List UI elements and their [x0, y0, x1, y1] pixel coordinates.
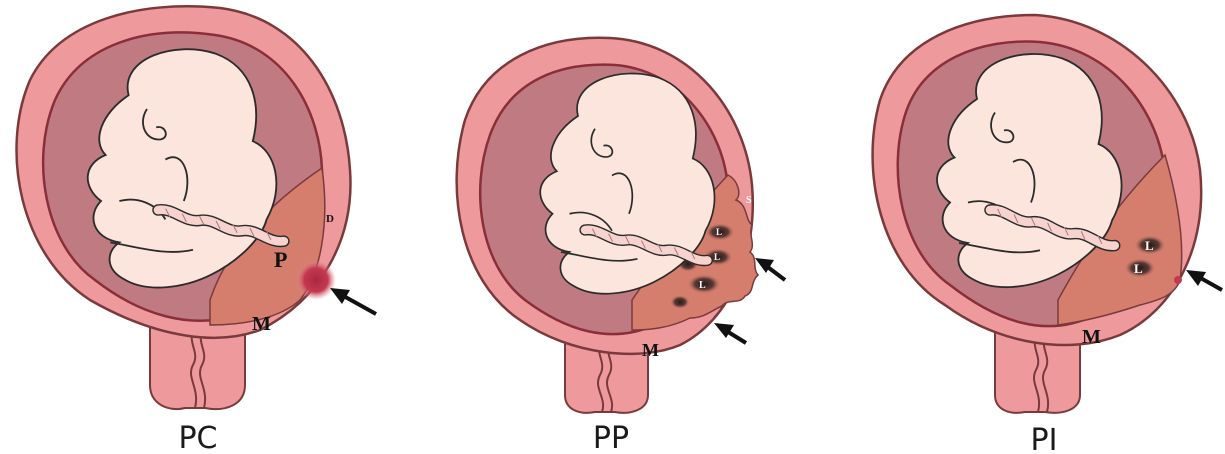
arrow-pp-upper	[755, 258, 785, 280]
label-lacuna-pp-1: L	[716, 227, 722, 237]
label-lacuna-pi-2: L	[1134, 261, 1143, 276]
caption-pc: PC	[178, 421, 217, 454]
adhesion-focus-pc	[296, 260, 336, 300]
label-placenta-pc: P	[274, 247, 287, 272]
label-serosa-pp: S	[746, 195, 752, 206]
label-lacuna-pp-3: L	[699, 280, 706, 291]
caption-pp: PP	[593, 421, 629, 454]
panel-pc: P M D PC	[17, 6, 377, 454]
invasion-focus-pi	[1174, 276, 1182, 284]
panel-pi: L L M PI	[873, 15, 1222, 454]
label-myometrium-pi: M	[1082, 326, 1101, 348]
caption-pi: PI	[1031, 423, 1058, 454]
arrow-pp-lower	[714, 323, 746, 343]
label-myometrium-pp: M	[642, 340, 659, 360]
arrow-pi	[1186, 270, 1222, 290]
label-decidua-pc: D	[326, 213, 334, 225]
panel-pp: L L L M S PP	[457, 38, 785, 454]
lacuna-pp-5	[670, 295, 690, 309]
arrow-pc	[330, 288, 376, 314]
label-myometrium-pc: M	[252, 313, 271, 335]
label-lacuna-pp-2: L	[714, 252, 720, 262]
label-lacuna-pi-1: L	[1145, 238, 1154, 253]
